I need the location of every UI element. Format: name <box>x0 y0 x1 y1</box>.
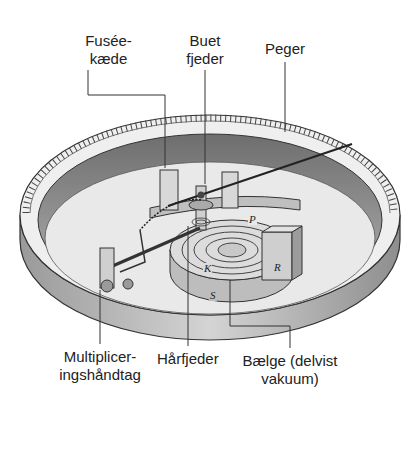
part-letter: R <box>273 262 282 273</box>
part-label: Fusée- kæde <box>84 32 133 68</box>
part-letter: K <box>203 263 212 274</box>
part-label: Buet fjeder <box>185 32 225 68</box>
part-letter: S <box>209 290 217 301</box>
part-label: Bælge (delvist vakuum) <box>234 352 346 388</box>
part-letter: P <box>248 214 257 225</box>
part-label: Peger <box>265 40 305 58</box>
part-label: Multiplicer- ingshåndtag <box>58 348 142 384</box>
part-label: Hårfjeder <box>157 350 219 368</box>
